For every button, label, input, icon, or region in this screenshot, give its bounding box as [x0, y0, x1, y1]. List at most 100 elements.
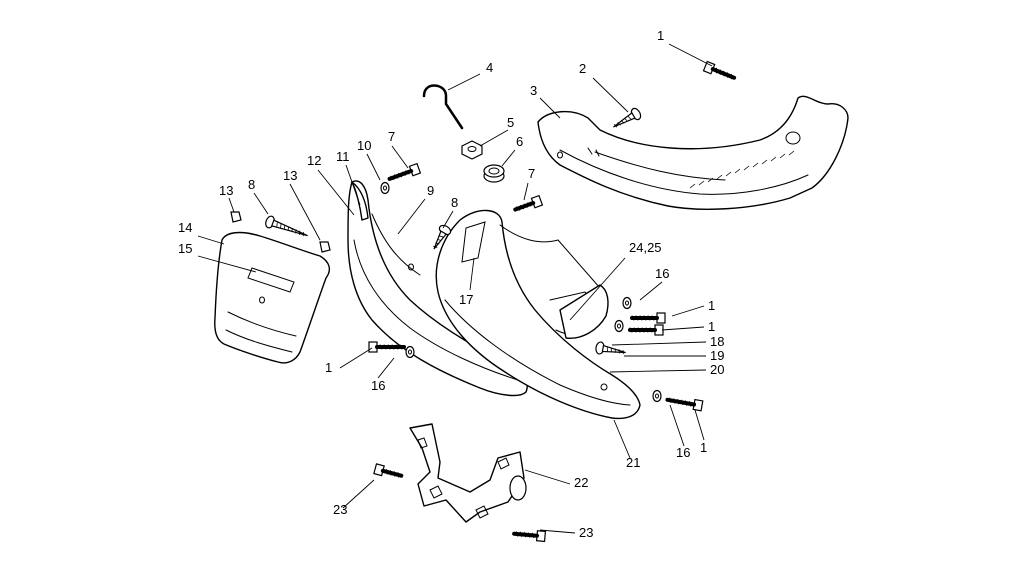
bolt-23-left — [373, 463, 404, 478]
leader-line — [479, 129, 509, 147]
leader-line — [342, 479, 375, 509]
callout-24-25: 24,25 — [629, 240, 662, 255]
callout-14: 14 — [178, 220, 192, 235]
rear-cover — [214, 231, 331, 364]
screw-floor — [613, 107, 642, 128]
leader-line — [289, 183, 321, 241]
hardware-group — [230, 60, 737, 543]
screw-8-center — [433, 224, 452, 250]
leader-line — [524, 469, 571, 485]
washer-16-upper — [622, 296, 632, 310]
callout-22: 22 — [574, 475, 588, 490]
bolt-23-right — [512, 530, 547, 543]
bolt-1-upper — [630, 312, 666, 324]
lower-bracket — [409, 423, 527, 523]
leader-line — [501, 149, 516, 167]
leader-line — [668, 43, 713, 67]
leader-line — [539, 97, 561, 119]
callout-1: 1 — [700, 440, 707, 455]
callout-16: 16 — [655, 266, 669, 281]
callout-23: 23 — [579, 525, 593, 540]
callout-19: 19 — [710, 348, 724, 363]
callout-7: 7 — [528, 166, 535, 181]
callout-1: 1 — [325, 360, 332, 375]
callout-3: 3 — [530, 83, 537, 98]
bolt-top-right — [702, 60, 737, 80]
leader-line — [469, 257, 475, 291]
leader-line — [539, 529, 576, 534]
callout-1: 1 — [657, 28, 664, 43]
floor-panel — [537, 95, 849, 210]
screw-8-left — [265, 215, 308, 237]
hook-wire — [422, 84, 464, 130]
leader-line — [613, 419, 631, 459]
callout-18: 18 — [710, 334, 724, 349]
callout-20: 20 — [710, 362, 724, 377]
bolt-7-center — [513, 194, 544, 212]
leader-line — [523, 182, 529, 201]
callout-15: 15 — [178, 241, 192, 256]
callout-1: 1 — [708, 298, 715, 313]
front-cover — [435, 209, 641, 420]
leader-line — [397, 198, 426, 235]
callout-21: 21 — [626, 455, 640, 470]
callout-6: 6 — [516, 134, 523, 149]
bolt-1-left — [368, 341, 406, 353]
leader-line — [339, 347, 373, 369]
leader-line — [592, 77, 629, 113]
callout-2: 2 — [579, 61, 586, 76]
washer-16-right — [652, 389, 662, 403]
bolt-1-lower — [628, 324, 664, 336]
clip-13-left — [230, 211, 242, 223]
leader-line — [671, 305, 705, 317]
grommet — [483, 164, 505, 183]
leader-lines — [197, 43, 713, 534]
callout-16: 16 — [371, 378, 385, 393]
callout-5: 5 — [507, 115, 514, 130]
leader-line — [669, 404, 685, 447]
callout-12: 12 — [307, 153, 321, 168]
callout-numbers: 1 2 3 4 5 6 7 10 11 12 13 8 13 14 15 9 8… — [178, 28, 724, 540]
leader-line — [569, 257, 626, 321]
leader-line — [197, 235, 225, 245]
leader-line — [694, 409, 705, 441]
callout-7: 7 — [388, 129, 395, 144]
callout-23: 23 — [333, 502, 347, 517]
bolt-7-upper — [387, 162, 422, 181]
leader-line — [253, 192, 269, 215]
leader-line — [609, 369, 707, 373]
callout-13: 13 — [219, 183, 233, 198]
callout-4: 4 — [486, 60, 493, 75]
washer-16-middle — [614, 319, 624, 333]
leader-line — [317, 169, 355, 216]
leader-line — [366, 153, 381, 181]
leader-line — [345, 164, 361, 206]
callout-17: 17 — [459, 292, 473, 307]
inner-panel — [559, 284, 609, 339]
clip-13-right — [319, 241, 331, 253]
bolt-1-right — [665, 397, 704, 412]
leader-line — [639, 281, 663, 301]
callout-8: 8 — [248, 177, 255, 192]
leader-line — [377, 357, 395, 379]
washer-16-left — [405, 345, 415, 359]
callout-9: 9 — [427, 183, 434, 198]
leader-line — [661, 326, 705, 331]
leader-line — [447, 73, 481, 91]
leader-line — [391, 145, 409, 169]
hex-nut — [461, 140, 483, 160]
screw-18 — [595, 341, 626, 355]
callout-8: 8 — [451, 195, 458, 210]
lock-washer-10 — [380, 181, 390, 195]
callout-10: 10 — [357, 138, 371, 153]
callout-16: 16 — [676, 445, 690, 460]
leader-line — [228, 197, 235, 213]
leader-line — [611, 341, 707, 346]
leader-line — [442, 210, 454, 229]
callout-11: 11 — [336, 149, 350, 164]
callout-1: 1 — [708, 319, 715, 334]
leader-line — [197, 255, 257, 273]
callout-13: 13 — [283, 168, 297, 183]
